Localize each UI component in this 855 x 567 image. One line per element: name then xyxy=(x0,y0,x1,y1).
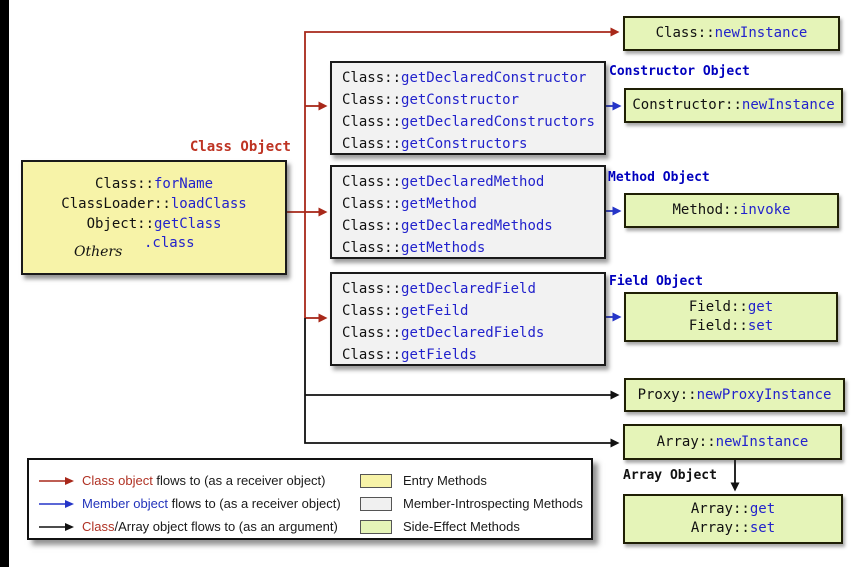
legend-row-text: flows to (as a receiver object) xyxy=(152,473,326,488)
legend-row-argument-flow: Class/Array object flows to (as an argum… xyxy=(37,515,341,538)
constructor-object-label: Constructor Object xyxy=(609,64,750,79)
legend-class-object-term: Class object xyxy=(82,473,153,488)
constructor-introspect-box: Class::getDeclaredConstructor Class::get… xyxy=(330,61,606,155)
legend-class-term: Class xyxy=(82,519,115,534)
others-label: Others xyxy=(74,244,123,260)
legend-arrow-rows: Class object flows to (as a receiver obj… xyxy=(37,469,341,538)
entry-line: ClassLoader::loadClass xyxy=(61,196,247,212)
legend-swatch-column: Entry Methods Member-Introspecting Metho… xyxy=(360,469,583,538)
introspecting-methods-swatch xyxy=(360,496,392,511)
array-newinstance-box: Array::newInstance xyxy=(623,424,842,460)
legend-entry-methods: Entry Methods xyxy=(360,469,583,492)
proxy-newproxyinstance-box: Proxy::newProxyInstance xyxy=(624,378,845,412)
side-effect-methods-swatch xyxy=(360,519,392,534)
swatch-label: Side-Effect Methods xyxy=(403,519,520,534)
legend-row-member-flow: Member object flows to (as a receiver ob… xyxy=(37,492,341,515)
swatch-label: Member-Introspecting Methods xyxy=(403,496,583,511)
method-introspect-box: Class::getDeclaredMethod Class::getMetho… xyxy=(330,165,606,259)
class-object-label: Class Object xyxy=(189,139,291,155)
blue-arrow-icon xyxy=(39,499,74,508)
array-getset-box: Array::get Array::set xyxy=(623,494,843,544)
entry-others-row: Others .class xyxy=(23,234,285,266)
class-literal: .class xyxy=(144,235,195,251)
array-object-label: Array Object xyxy=(623,468,717,483)
legend-row-class-flow: Class object flows to (as a receiver obj… xyxy=(37,469,341,492)
field-object-label: Field Object xyxy=(609,274,703,289)
method-object-label: Method Object xyxy=(608,170,710,185)
entry-line: Object::getClass xyxy=(86,216,222,232)
legend-member-object-term: Member object xyxy=(82,496,168,511)
legend-row-text: flows to (as a receiver object) xyxy=(167,496,341,511)
swatch-label: Entry Methods xyxy=(403,473,487,488)
field-getset-box: Field::get Field::set xyxy=(624,292,838,342)
legend-introspecting-methods: Member-Introspecting Methods xyxy=(360,492,583,515)
entry-line: Class::forName xyxy=(94,176,214,192)
red-arrow-icon xyxy=(39,476,74,485)
legend-side-effect-methods: Side-Effect Methods xyxy=(360,515,583,538)
constructor-newinstance-box: Constructor::newInstance xyxy=(624,88,843,123)
entry-methods-swatch xyxy=(360,473,392,488)
entry-methods-box: Class::forName ClassLoader::loadClass Ob… xyxy=(21,160,287,275)
class-newinstance-box: Class::newInstance xyxy=(623,16,840,51)
field-introspect-box: Class::getDeclaredField Class::getFeild … xyxy=(330,272,606,366)
method-invoke-box: Method::invoke xyxy=(624,193,839,228)
legend-row-text: /Array object flows to (as an argument) xyxy=(114,519,338,534)
legend-box: Class object flows to (as a receiver obj… xyxy=(27,458,593,540)
black-arrow-icon xyxy=(39,522,74,531)
left-black-bar xyxy=(0,0,9,567)
